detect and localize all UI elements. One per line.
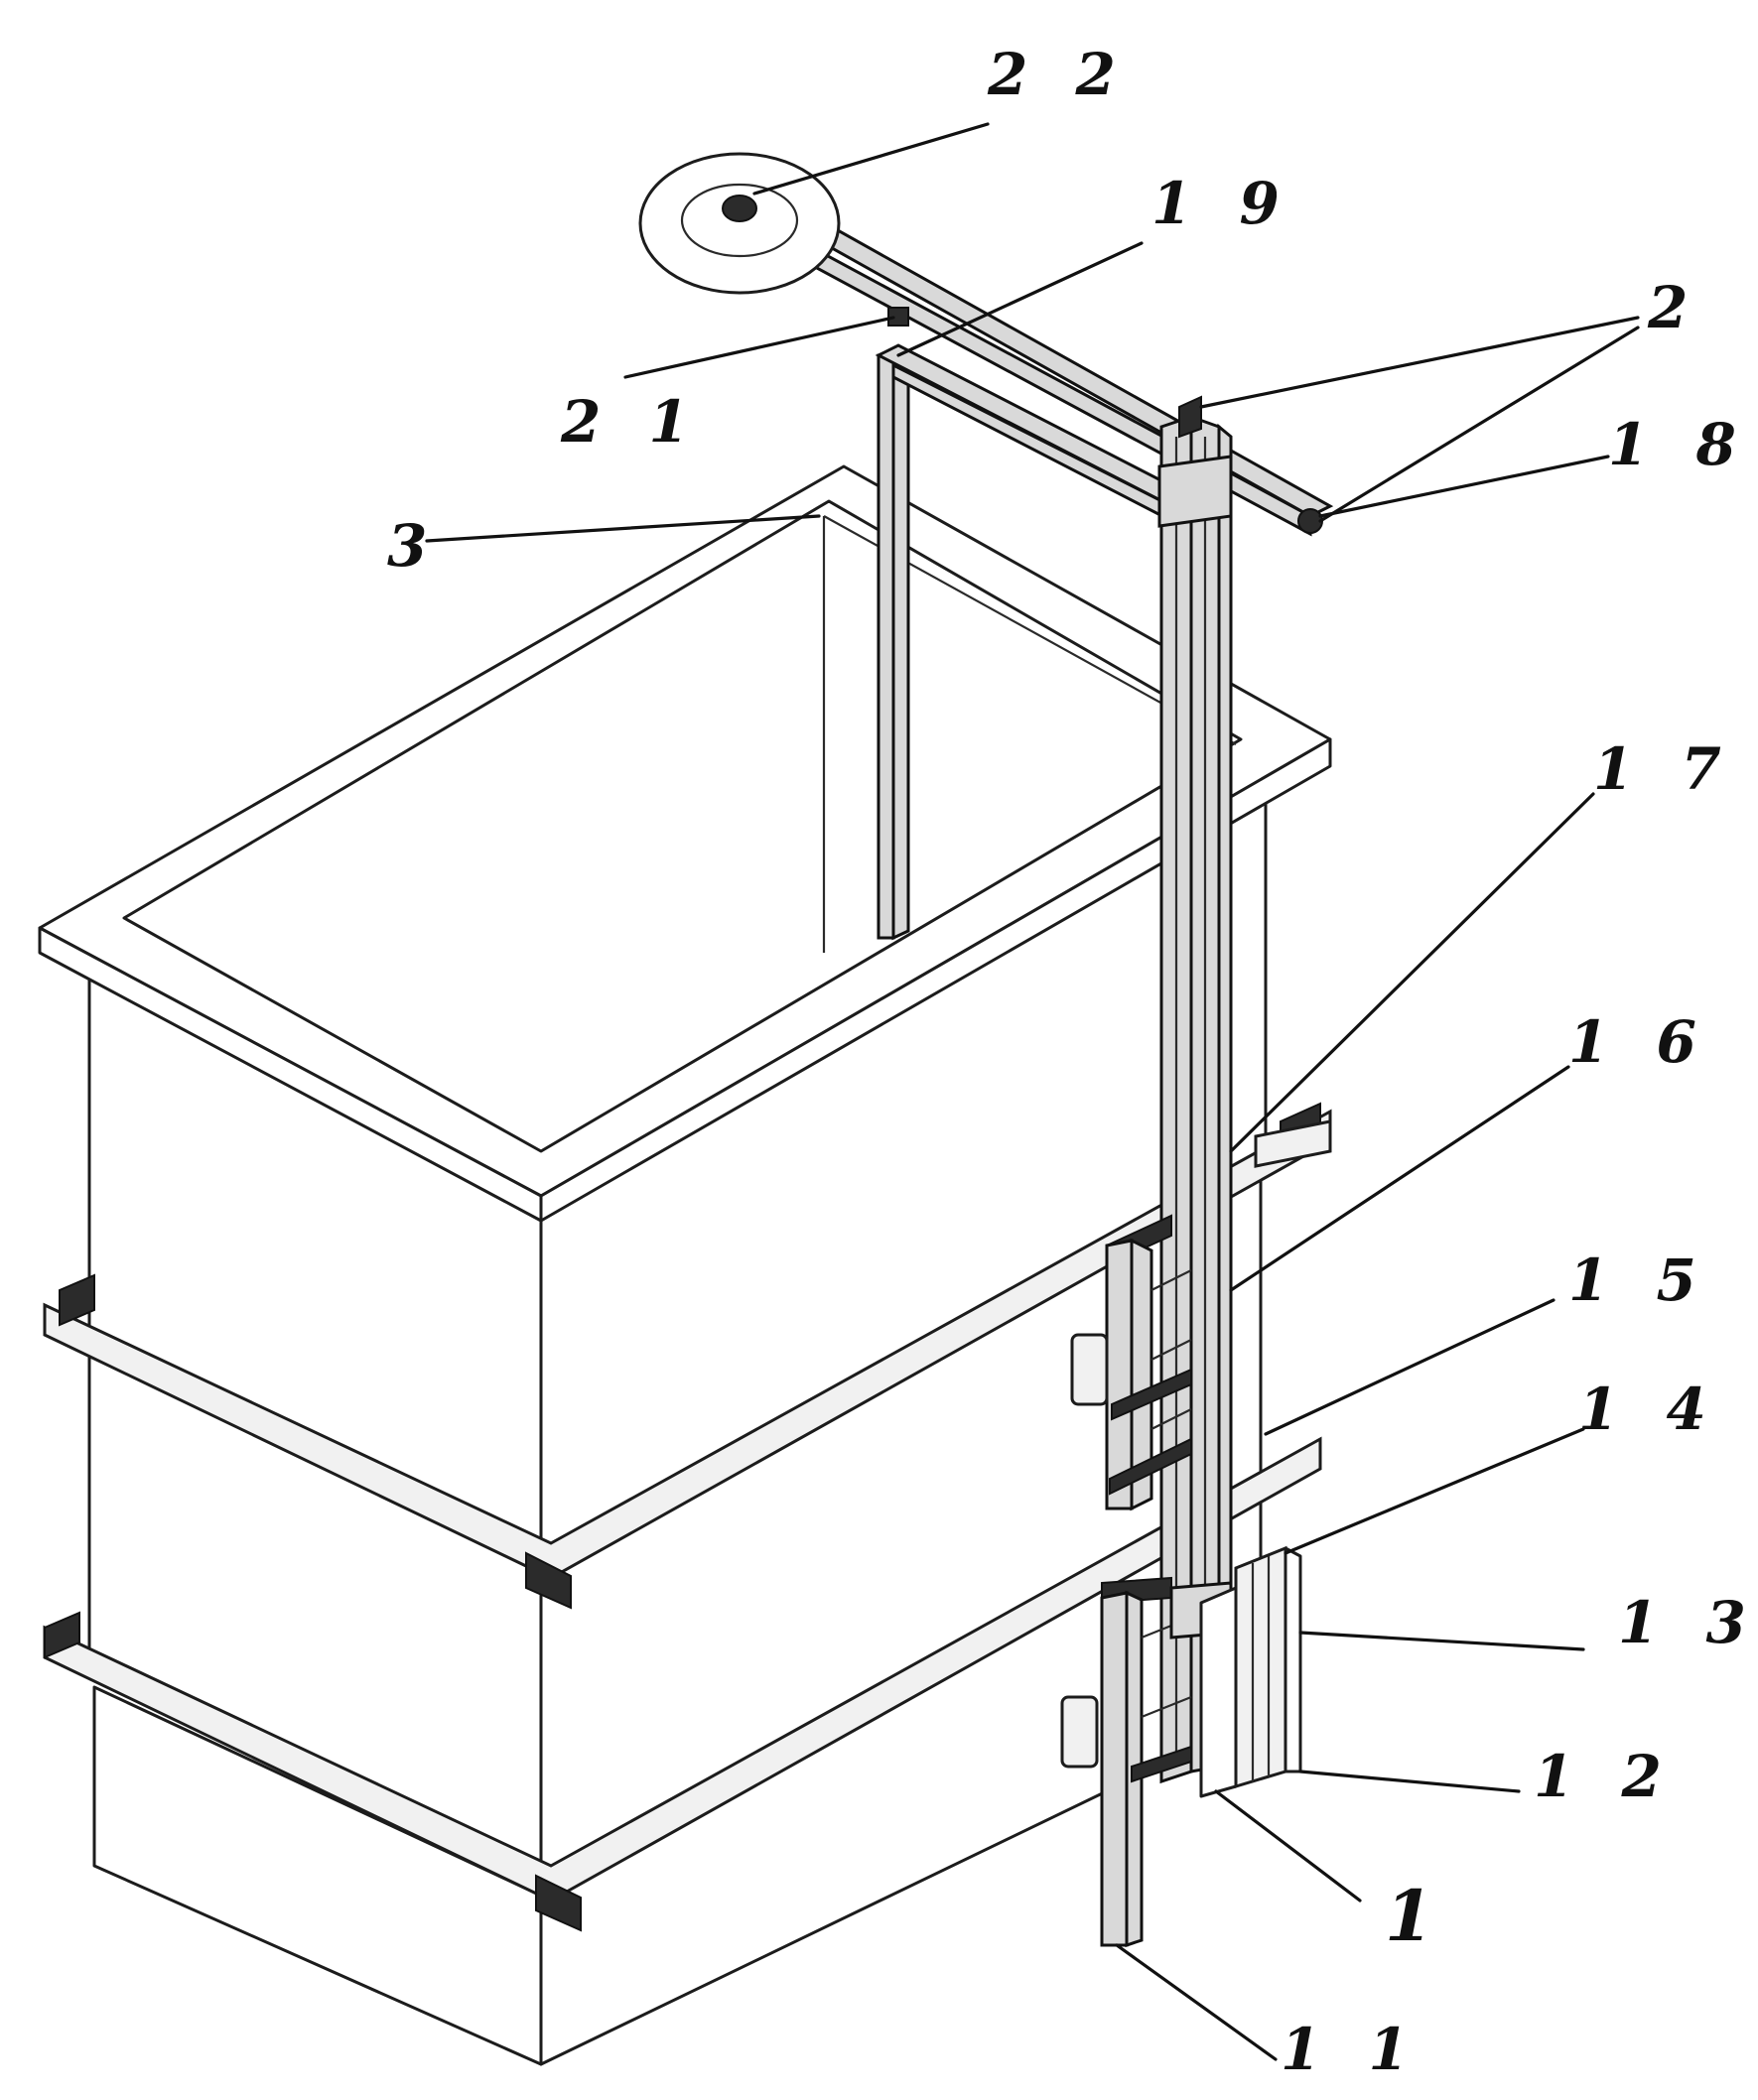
main-column (1157, 395, 1233, 1784)
callout-3: 3 (387, 512, 441, 580)
lower-flange (43, 1436, 1322, 1932)
callout-14: 1 4 (1578, 1376, 1720, 1443)
upper-band (1254, 1119, 1332, 1168)
rotating-disc (638, 152, 841, 295)
callout-22: 2 2 (987, 41, 1130, 108)
callout-labels: 2 2 1 9 2 1 2 1 8 3 1 7 1 6 1 5 1 4 1 3 … (387, 41, 1758, 2083)
callout-17: 1 7 (1593, 735, 1735, 803)
side-box (1199, 1545, 1302, 1798)
inner-frame (875, 343, 1215, 941)
callout-11: 1 1 (1281, 2016, 1422, 2083)
upper-handle-box (1070, 1333, 1109, 1406)
callout-13: 1 3 (1618, 1589, 1758, 1656)
upper-carriage (1070, 1214, 1192, 1511)
callout-2: 2 (1647, 274, 1701, 341)
callout-18: 1 8 (1608, 411, 1750, 478)
callout-12: 1 2 (1534, 1743, 1676, 1810)
callout-16: 1 6 (1568, 1008, 1710, 1076)
callout-1: 1 (1385, 1875, 1447, 1957)
callout-19: 1 9 (1151, 170, 1293, 237)
lower-handle-box (1060, 1695, 1099, 1769)
leader-lines (425, 122, 1640, 2061)
callout-15: 1 5 (1568, 1247, 1710, 1314)
tank (38, 464, 1332, 2066)
top-rim (38, 464, 1332, 1223)
callout-21: 2 1 (560, 388, 703, 456)
